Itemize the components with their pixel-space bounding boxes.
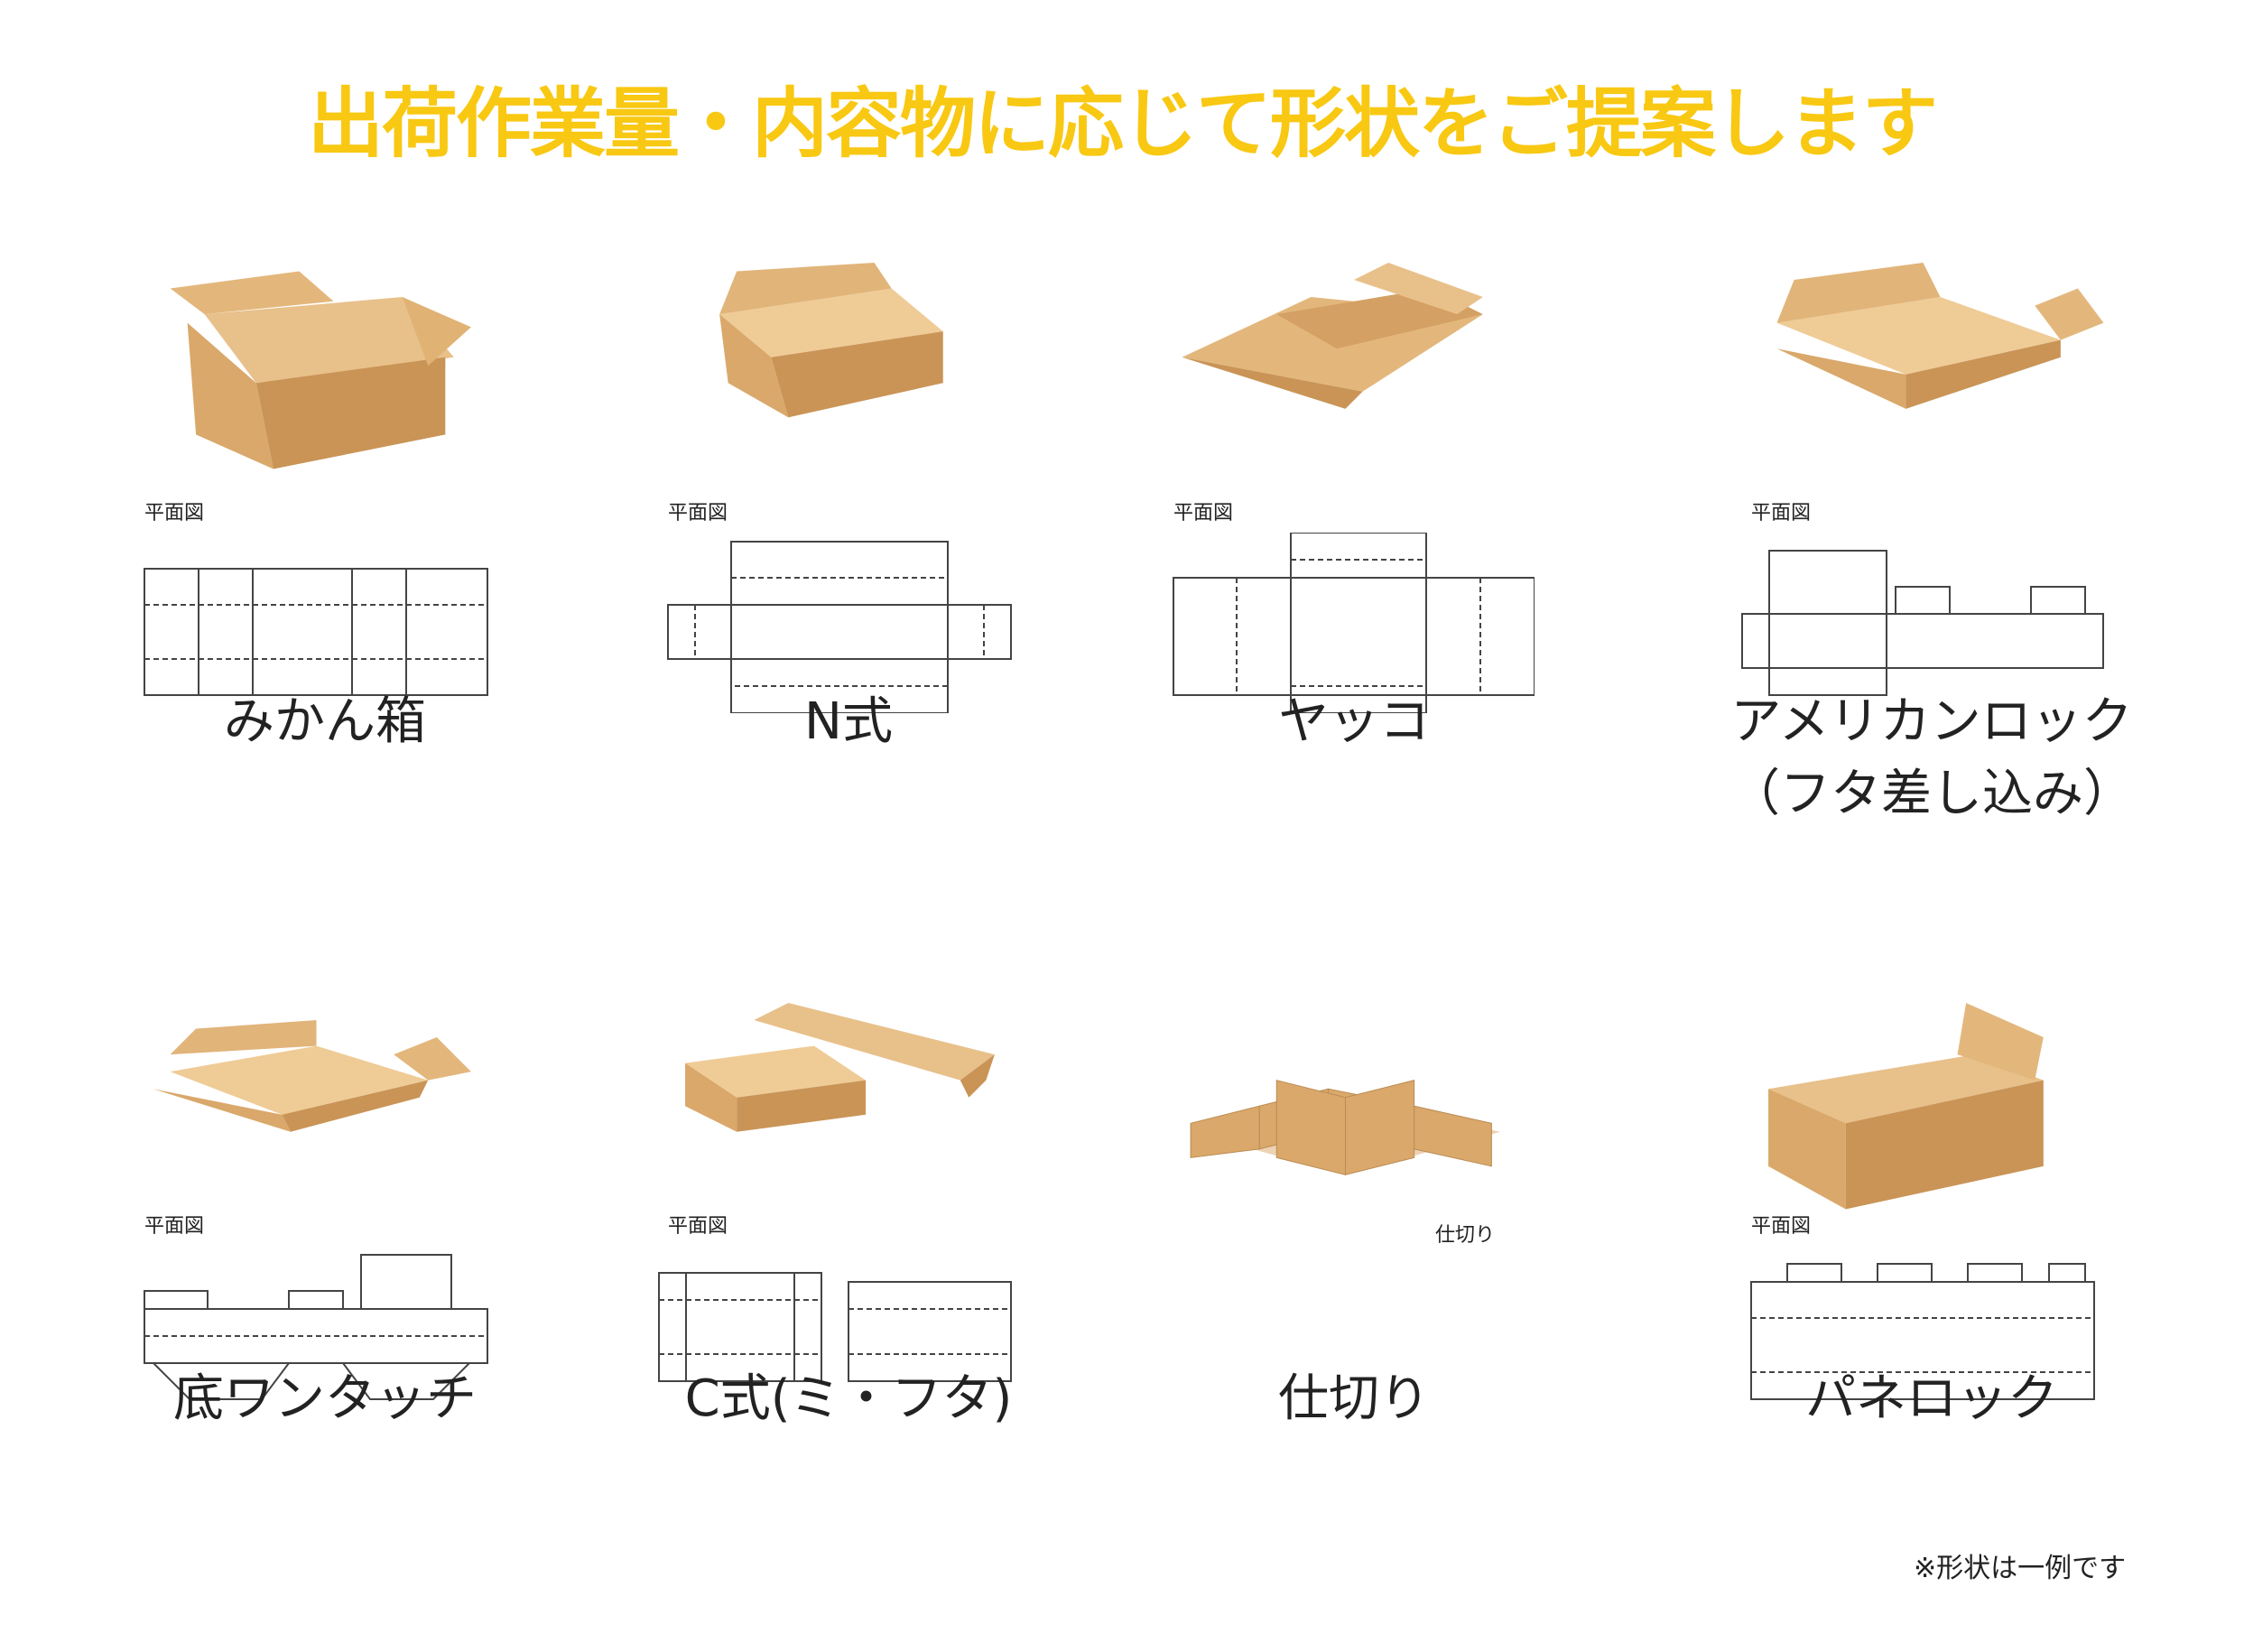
plan-view-label: 平面図 <box>144 502 205 524</box>
box-illustration <box>153 1020 471 1132</box>
plan-view-diagram <box>658 1272 1012 1382</box>
plan-view-diagram <box>1741 550 2104 696</box>
box-illustration <box>1768 1002 2044 1210</box>
box-type-subname: （フタ差し込み） <box>1729 765 2134 823</box>
box-type-yakko: 平面図ヤッコ <box>1137 262 1643 912</box>
box-type-name: 底ワンタッチ <box>173 1369 477 1428</box>
box-type-name: みかん箱 <box>224 692 426 751</box>
footnote: ※形状は一例です <box>1914 1553 2127 1584</box>
partition-inner-label: 仕切り <box>1435 1224 1496 1247</box>
box-type-panelock: 平面図パネロック <box>1715 1002 2221 1652</box>
box-type-n-type: 平面図 N式 <box>632 262 1137 912</box>
box-illustration <box>719 262 943 418</box>
plan-view-label: 平面図 <box>668 1215 728 1238</box>
box-type-name: パネロック <box>1805 1369 2058 1428</box>
box-illustration <box>170 271 471 469</box>
box-illustration <box>685 1002 995 1132</box>
plan-view-diagram <box>144 568 488 696</box>
plan-view-diagram <box>144 1254 488 1400</box>
page-title: 出荷作業量・内容物に応じて形状をご提案します <box>307 79 1938 168</box>
box-type-c-type: 平面図 C式(ミ・フタ) <box>632 1002 1137 1652</box>
box-type-partition: 仕切り仕切り <box>1137 1002 1643 1652</box>
box-type-name: アメリカンロック <box>1730 692 2133 751</box>
box-type-name: C式(ミ・フタ) <box>684 1369 1013 1428</box>
plan-view-label: 平面図 <box>1751 1215 1812 1238</box>
plan-view-label: 平面図 <box>144 1215 205 1238</box>
box-illustration <box>1182 262 1483 409</box>
box-type-name: 仕切り <box>1278 1369 1430 1428</box>
box-illustration <box>1776 262 2104 409</box>
plan-view-diagram <box>1173 533 1535 713</box>
plan-view-label: 平面図 <box>1751 502 1812 524</box>
box-type-name: ヤッコ <box>1278 692 1430 751</box>
plan-view-diagram <box>667 541 1012 713</box>
box-type-american-lock: 平面図アメリカンロック （フタ差し込み） <box>1715 262 2221 912</box>
plan-view-diagram <box>1750 1263 2095 1400</box>
plan-view-label: 平面図 <box>1173 502 1234 524</box>
box-type-mikan-box: 平面図みかん箱 <box>108 262 614 912</box>
plan-view-label: 平面図 <box>668 502 728 524</box>
box-type-bottom-one-touch: 平面図底ワンタッチ <box>108 1002 614 1652</box>
box-illustration <box>1190 1080 1500 1176</box>
box-type-name: N式 <box>804 692 893 751</box>
